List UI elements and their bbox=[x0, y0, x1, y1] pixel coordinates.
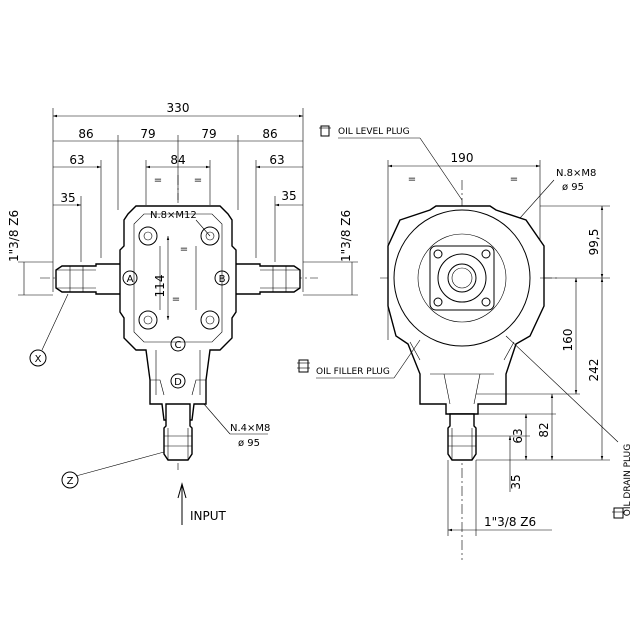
dim-segment-1: 86 bbox=[78, 127, 93, 141]
input-shaft bbox=[163, 403, 193, 461]
dim-segment-3: 79 bbox=[201, 127, 216, 141]
dim-offset-right: 35 bbox=[281, 189, 296, 203]
equal-mark: = bbox=[510, 174, 518, 185]
dim-center-height: 114 bbox=[153, 275, 167, 298]
shaft-x-marker: X bbox=[29, 349, 47, 367]
dim-shaft-left: 63 bbox=[69, 153, 84, 167]
front-extension-lines bbox=[52, 108, 304, 292]
front-view: 330 86 79 79 86 63 84 63 = = 35 35 1"3/8… bbox=[7, 101, 358, 525]
svg-text:X: X bbox=[35, 354, 42, 365]
svg-text:C: C bbox=[175, 340, 182, 351]
left-shaft bbox=[55, 263, 129, 295]
dim-shaft-right: 63 bbox=[269, 153, 284, 167]
dim-mid: 160 bbox=[561, 329, 575, 352]
flange-dia-label: ø 95 bbox=[562, 182, 584, 193]
dim-segment-4: 86 bbox=[262, 127, 277, 141]
svg-text:D: D bbox=[174, 377, 182, 388]
dim-offset-left: 35 bbox=[60, 191, 75, 205]
bottom-bolts-label: N.4×M8 bbox=[230, 423, 270, 434]
side-shaft bbox=[447, 413, 477, 461]
shaft-size-right: 1"3/8 Z6 bbox=[339, 210, 353, 262]
dim-top: 99,5 bbox=[587, 229, 601, 256]
dim-82: 82 bbox=[537, 422, 551, 437]
dim-overall-width: 330 bbox=[167, 101, 190, 115]
equal-mark: = bbox=[194, 175, 202, 186]
equal-mark: = bbox=[408, 174, 416, 185]
gearbox-housing-front bbox=[119, 205, 237, 421]
oil-drain-plug-icon bbox=[612, 507, 625, 519]
point-d: D bbox=[170, 373, 186, 389]
shaft-size-left: 1"3/8 Z6 bbox=[7, 210, 21, 262]
dim-63: 63 bbox=[511, 428, 525, 443]
shaft-z-marker: Z bbox=[61, 471, 79, 489]
input-arrow-icon bbox=[177, 482, 187, 525]
oil-filler-plug-label: OIL FILLER PLUG bbox=[316, 367, 390, 377]
dim-total: 242 bbox=[587, 359, 601, 382]
oil-filler-plug-icon bbox=[297, 359, 310, 373]
bottom-dia-label: ø 95 bbox=[238, 438, 260, 449]
right-shaft bbox=[227, 263, 301, 295]
flange-bolts-label: N.8×M8 bbox=[556, 168, 596, 179]
oil-level-plug-label: OIL LEVEL PLUG bbox=[338, 127, 410, 137]
equal-mark: = bbox=[172, 294, 180, 305]
side-shaft-size: 1"3/8 Z6 bbox=[484, 515, 536, 529]
top-bolts-label: N.8×M12 bbox=[150, 210, 197, 221]
svg-text:A: A bbox=[127, 274, 134, 285]
dim-segment-2: 79 bbox=[140, 127, 155, 141]
oil-drain-plug-label: OIL DRAIN PLUG bbox=[623, 444, 633, 516]
point-a: A bbox=[122, 270, 138, 286]
oil-level-plug-icon bbox=[319, 125, 331, 137]
dim-side-width: 190 bbox=[451, 151, 474, 165]
equal-mark: = bbox=[180, 244, 188, 255]
svg-text:Z: Z bbox=[67, 476, 74, 487]
svg-text:B: B bbox=[219, 274, 226, 285]
gearbox-housing-side bbox=[387, 205, 545, 415]
input-label: INPUT bbox=[190, 509, 227, 523]
dim-center: 84 bbox=[170, 153, 185, 167]
point-b: B bbox=[214, 270, 230, 286]
equal-mark: = bbox=[154, 175, 162, 186]
side-view: 190 = = OIL LEVEL PLUG N.8×M8 ø 95 bbox=[297, 125, 633, 560]
point-c: C bbox=[170, 336, 186, 352]
dim-35: 35 bbox=[509, 474, 523, 489]
